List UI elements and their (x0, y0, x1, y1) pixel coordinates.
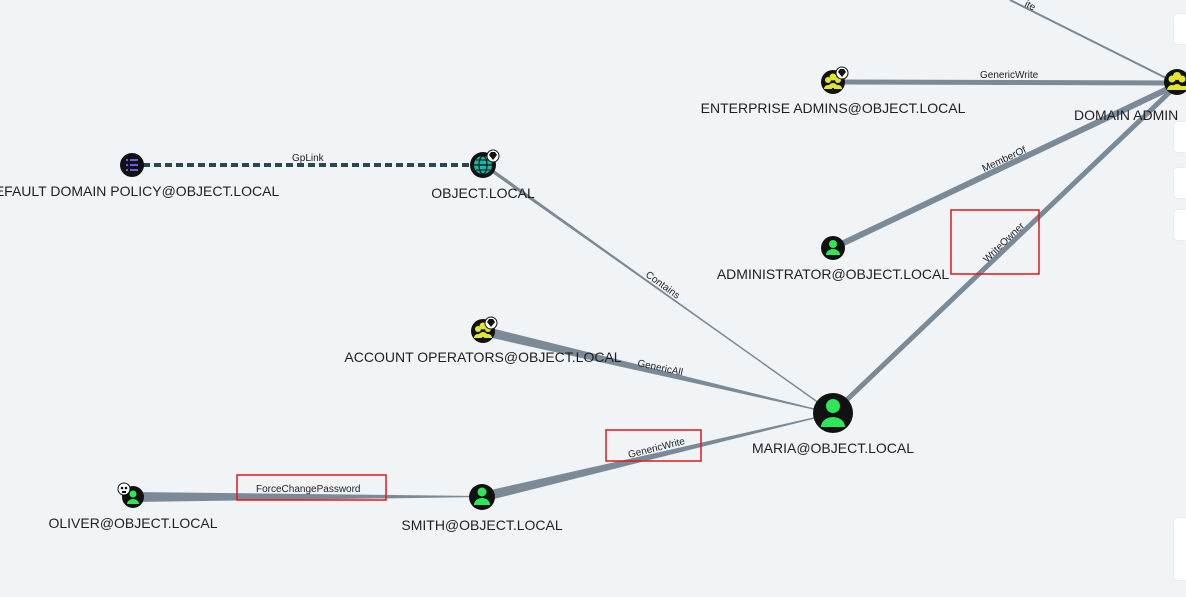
edge-write-owner[interactable] (831, 86, 1176, 415)
gem-badge-icon (486, 149, 500, 163)
user-icon (127, 490, 139, 504)
node-label-account-operators: ACCOUNT OPERATORS@OBJECT.LOCAL (344, 349, 621, 365)
node-label-enterprise-admins: ENTERPRISE ADMINS@OBJECT.LOCAL (701, 100, 966, 116)
panel-tab-2[interactable] (1174, 122, 1186, 152)
edges: ite GenericWrite MemberOf WriteOwner GpL… (132, 0, 1176, 502)
node-label-domain-admins: DOMAIN ADMIN (1074, 107, 1178, 123)
node-maria[interactable]: MARIA@OBJECT.LOCAL (752, 393, 914, 456)
edge-label-generic-all: GenericAll (636, 358, 683, 378)
edge-label-gplink: GpLink (292, 153, 325, 164)
gem-badge-icon (835, 66, 849, 80)
skull-icon (117, 482, 131, 496)
edge-generic-write-ea[interactable] (834, 79, 1175, 86)
edge-label-write-owner: WriteOwner (981, 220, 1027, 265)
node-oliver[interactable]: OLIVER@OBJECT.LOCAL (48, 482, 218, 531)
panel-tab-5[interactable] (1174, 518, 1186, 580)
edge-label-generic-write-ea: GenericWrite (980, 70, 1039, 81)
globe-icon (474, 155, 492, 175)
node-enterprise-admins[interactable]: ENTERPRISE ADMINS@OBJECT.LOCAL (701, 66, 966, 116)
node-account-operators[interactable]: ACCOUNT OPERATORS@OBJECT.LOCAL (344, 316, 622, 365)
user-icon (821, 399, 845, 427)
user-icon (826, 240, 840, 255)
node-object-local[interactable]: OBJECT.LOCAL (431, 149, 535, 201)
node-default-domain-policy[interactable]: DEFAULT DOMAIN POLICY@OBJECT.LOCAL (0, 153, 279, 199)
node-domain-admins[interactable]: DOMAIN ADMIN (1074, 69, 1186, 123)
highlight-path-stub (1176, 86, 1186, 90)
panel-tab-3[interactable] (1174, 168, 1186, 198)
node-smith[interactable]: SMITH@OBJECT.LOCAL (401, 484, 563, 533)
edge-generic-all[interactable] (483, 326, 833, 414)
edge-top-partial[interactable] (1009, 0, 1175, 83)
highlight-box-force-change-password (236, 474, 387, 501)
node-label-smith: SMITH@OBJECT.LOCAL (401, 517, 562, 533)
node-label-maria: MARIA@OBJECT.LOCAL (752, 440, 914, 456)
gem-badge-icon (484, 316, 498, 330)
node-label-default-domain-policy: DEFAULT DOMAIN POLICY@OBJECT.LOCAL (0, 183, 279, 199)
user-icon (474, 487, 490, 505)
node-administrator[interactable]: ADMINISTRATOR@OBJECT.LOCAL (717, 236, 949, 282)
gpo-list-icon (126, 159, 138, 171)
node-label-oliver: OLIVER@OBJECT.LOCAL (48, 515, 217, 531)
panel-tab-1[interactable] (1174, 14, 1186, 44)
edge-label-contains: Contains (643, 270, 681, 302)
highlight-box-write-owner (950, 209, 1040, 275)
edge-generic-write-smith[interactable] (482, 413, 833, 502)
node-label-object-local: OBJECT.LOCAL (431, 185, 535, 201)
edge-member-of[interactable] (831, 83, 1176, 251)
group-icon (824, 73, 842, 89)
highlight-boxes (236, 209, 1040, 501)
right-side-panel (1174, 0, 1186, 597)
edge-label-force-change-password: ForceChangePassword (256, 484, 361, 495)
edge-force-change-password[interactable] (133, 492, 482, 502)
panel-tab-4[interactable] (1174, 210, 1186, 240)
node-label-administrator: ADMINISTRATOR@OBJECT.LOCAL (717, 266, 949, 282)
highlight-box-generic-write (605, 429, 702, 462)
